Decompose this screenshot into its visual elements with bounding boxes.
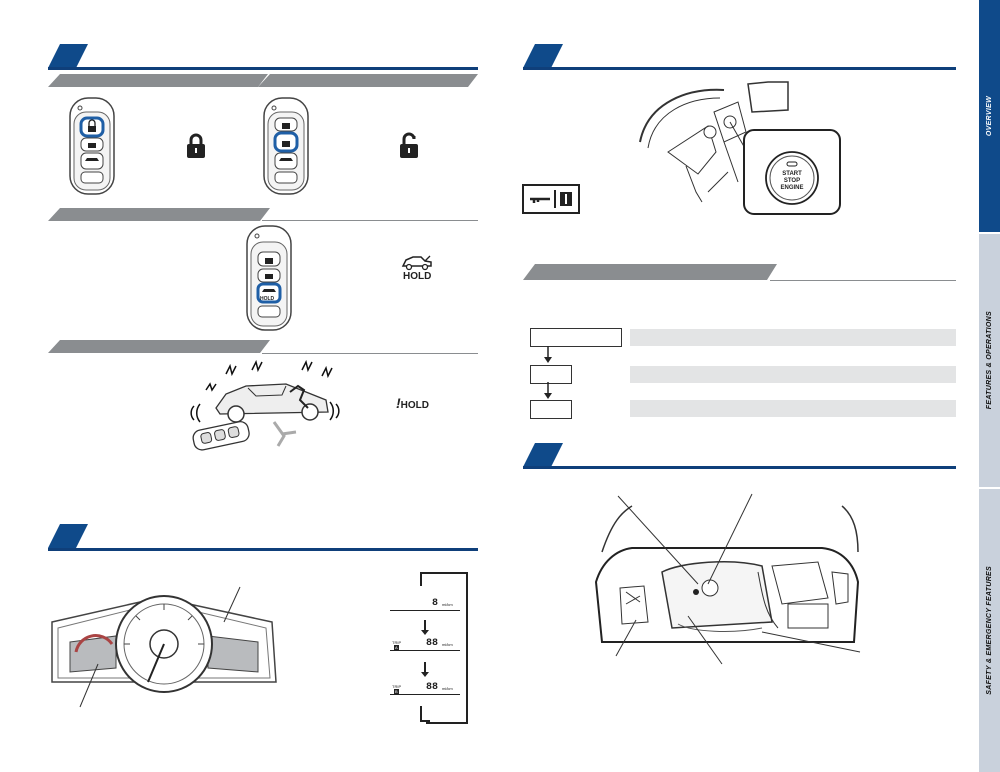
engine-compartment-illustration <box>594 493 861 665</box>
flow-arrow-down-icon <box>544 346 552 363</box>
flow-box-2 <box>530 365 572 384</box>
odo-row-line <box>390 694 460 695</box>
subsection-rule <box>770 280 956 281</box>
odo-unit-1: mi/km <box>442 602 453 607</box>
flow-box-3 <box>530 400 572 419</box>
section-flag <box>48 524 88 548</box>
section-flag <box>523 443 563 467</box>
start-stop-engine-button[interactable]: START STOP ENGINE <box>770 171 814 192</box>
subsection-rule <box>262 353 478 354</box>
flow-frame <box>426 572 468 724</box>
side-tab-label: SAFETY & EMERGENCY FEATURES <box>986 566 993 695</box>
down-arrow-icon <box>424 662 426 674</box>
odometer-flow-diagram: 8 mi/km TRIP A 88 mi/km TRIP B 88 mi/km <box>390 572 470 724</box>
odo-sub-label-b: B <box>394 689 399 694</box>
odo-trip-label-a: TRIP <box>392 640 402 645</box>
trunk-hold-label: HOLD <box>403 271 432 282</box>
flow-bar-2 <box>630 366 956 383</box>
section-flag <box>48 44 88 68</box>
side-tab-safety[interactable]: SAFETY & EMERGENCY FEATURES <box>979 489 1000 772</box>
section-rule <box>523 466 956 469</box>
key-fob-lock-image <box>69 97 115 195</box>
subsection-bar-panic <box>48 340 270 353</box>
key-fob-trunk-image <box>246 225 292 331</box>
odo-row-line <box>390 650 460 651</box>
engine-label: ENGINE <box>780 185 804 191</box>
side-tab-overview[interactable]: OVERVIEW <box>979 0 1000 232</box>
flow-arrow-down-icon <box>544 382 552 399</box>
unlock-icon <box>400 132 418 158</box>
trunk-icon <box>401 255 432 271</box>
flow-bar-1 <box>630 329 956 346</box>
instrument-cluster-illustration <box>51 586 277 708</box>
section-rule <box>48 548 478 551</box>
odo-trip-label-b: TRIP <box>392 684 402 689</box>
panic-hold-label-group: ! HOLD <box>396 395 429 411</box>
subsection-bar-lock <box>48 74 268 87</box>
down-arrow-icon <box>424 620 426 632</box>
side-tab-label: FEATURES & OPERATIONS <box>986 311 993 410</box>
odo-unit-3: mi/km <box>442 686 453 691</box>
odo-unit-2: mi/km <box>442 642 453 647</box>
down-arrow-head <box>421 672 429 677</box>
section-rule <box>48 67 478 70</box>
odo-value-2: 88 <box>426 638 439 649</box>
section-flag <box>523 44 563 68</box>
flow-bar-3 <box>630 400 956 417</box>
exclamation-icon: ! <box>396 395 401 411</box>
fob-hold-text: HOLD <box>260 296 275 302</box>
section-rule <box>523 67 956 70</box>
key-fob-unlock-image <box>263 97 309 195</box>
subsection-rule <box>262 220 478 221</box>
flow-frame-top-stub <box>420 572 430 586</box>
panic-hold-label: HOLD <box>400 400 430 411</box>
subsection-bar-unlock <box>258 74 478 87</box>
side-tab-features[interactable]: FEATURES & OPERATIONS <box>979 234 1000 487</box>
key-indicator-icon <box>522 184 580 214</box>
flow-frame-bottom-stub <box>420 706 430 722</box>
start-label: START <box>782 171 802 177</box>
stop-label: STOP <box>783 178 801 184</box>
side-tab-label: OVERVIEW <box>986 95 993 137</box>
subsection-bar-trunk <box>48 208 270 221</box>
flow-box-1 <box>530 328 622 347</box>
lock-icon <box>187 133 205 158</box>
steering-dashboard-illustration <box>639 81 841 215</box>
odo-sub-label-a: A <box>394 645 399 650</box>
panic-alarm-car-illustration <box>190 359 340 451</box>
subsection-bar-start-modes <box>523 264 777 280</box>
odo-value-1: 8 <box>432 598 439 609</box>
odo-value-3: 88 <box>426 682 439 693</box>
down-arrow-head <box>421 630 429 635</box>
odo-row-line <box>390 610 460 611</box>
